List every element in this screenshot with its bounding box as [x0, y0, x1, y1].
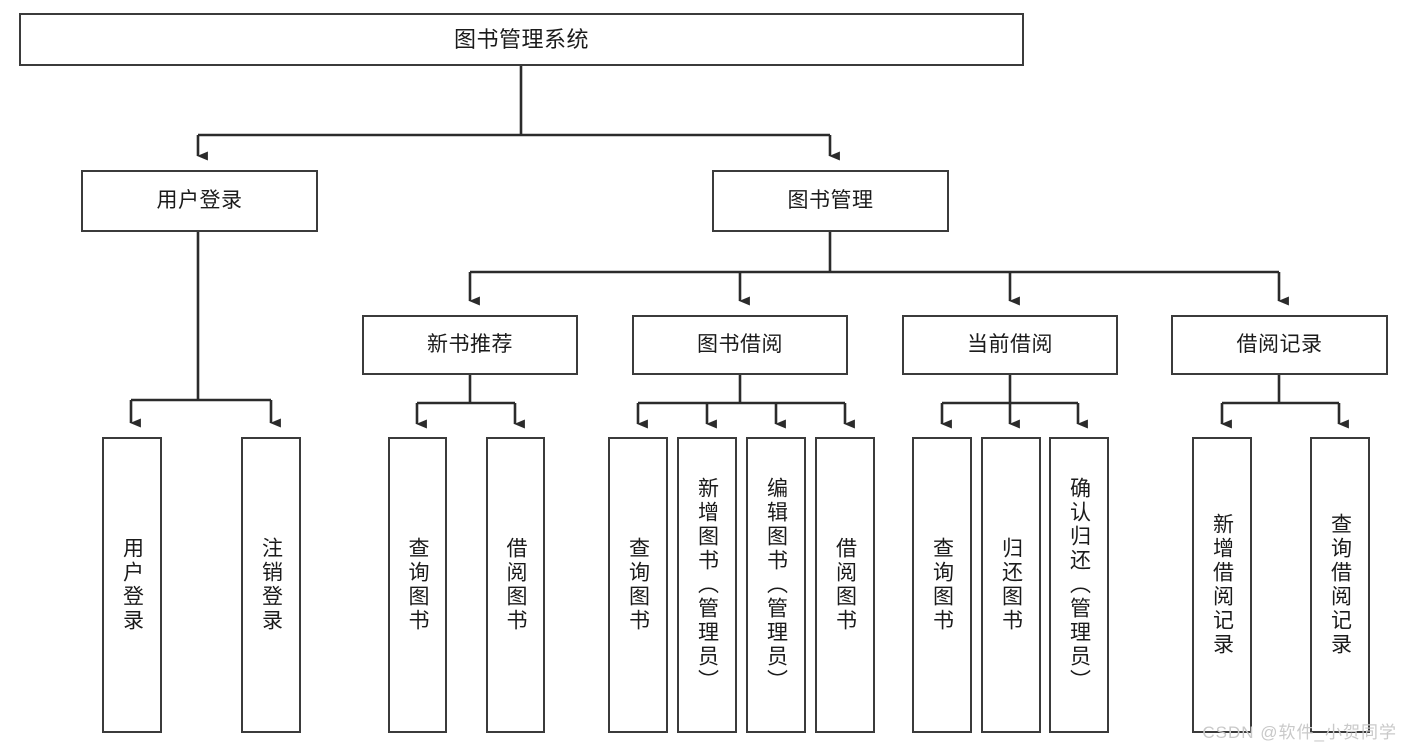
leaf-new-book-borrow[interactable]: 借阅图书 — [486, 437, 545, 733]
node-label: 用户登录 — [156, 188, 243, 212]
watermark: CSDN @软件_小贺同学 — [1202, 723, 1397, 742]
node-current-borrow[interactable]: 当前借阅 — [902, 315, 1118, 375]
leaf-book-borrow-query[interactable]: 查询图书 — [608, 437, 668, 733]
node-label: 新增图书（管理员） — [695, 477, 719, 693]
leaf-new-book-query[interactable]: 查询图书 — [388, 437, 447, 733]
node-label: 用户登录 — [120, 537, 144, 633]
node-label: 图书管理 — [787, 188, 874, 212]
node-label: 注销登录 — [259, 537, 283, 633]
leaf-records-add[interactable]: 新增借阅记录 — [1192, 437, 1252, 733]
node-label: 查询图书 — [626, 537, 650, 633]
leaf-records-query[interactable]: 查询借阅记录 — [1310, 437, 1370, 733]
node-label: 新增借阅记录 — [1210, 513, 1234, 657]
node-label: 图书借阅 — [697, 332, 783, 356]
node-label: 查询图书 — [930, 537, 954, 633]
node-label: 图书管理系统 — [453, 26, 589, 52]
node-new-book-recommend[interactable]: 新书推荐 — [362, 315, 578, 375]
node-label: 确认归还（管理员） — [1067, 477, 1091, 693]
node-label: 新书推荐 — [427, 332, 513, 356]
leaf-book-borrow-edit[interactable]: 编辑图书（管理员） — [746, 437, 806, 733]
node-label: 借阅记录 — [1236, 332, 1323, 356]
leaf-book-borrow-borrow[interactable]: 借阅图书 — [815, 437, 875, 733]
leaf-current-borrow-query[interactable]: 查询图书 — [912, 437, 972, 733]
leaf-user-login-login[interactable]: 用户登录 — [102, 437, 162, 733]
node-label: 当前借阅 — [967, 332, 1053, 356]
node-label: 借阅图书 — [833, 537, 857, 633]
node-label: 编辑图书（管理员） — [764, 477, 788, 693]
node-label: 查询借阅记录 — [1328, 513, 1352, 657]
node-label: 查询图书 — [406, 537, 429, 633]
node-label: 归还图书 — [999, 537, 1023, 633]
node-root-system[interactable]: 图书管理系统 — [19, 13, 1024, 66]
leaf-current-borrow-confirm-return[interactable]: 确认归还（管理员） — [1049, 437, 1109, 733]
node-user-login[interactable]: 用户登录 — [81, 170, 318, 232]
node-book-management[interactable]: 图书管理 — [712, 170, 949, 232]
leaf-current-borrow-return[interactable]: 归还图书 — [981, 437, 1041, 733]
node-label: 借阅图书 — [504, 537, 527, 633]
leaf-book-borrow-add[interactable]: 新增图书（管理员） — [677, 437, 737, 733]
leaf-user-login-logout[interactable]: 注销登录 — [241, 437, 301, 733]
node-borrow-records[interactable]: 借阅记录 — [1171, 315, 1388, 375]
node-book-borrow[interactable]: 图书借阅 — [632, 315, 848, 375]
